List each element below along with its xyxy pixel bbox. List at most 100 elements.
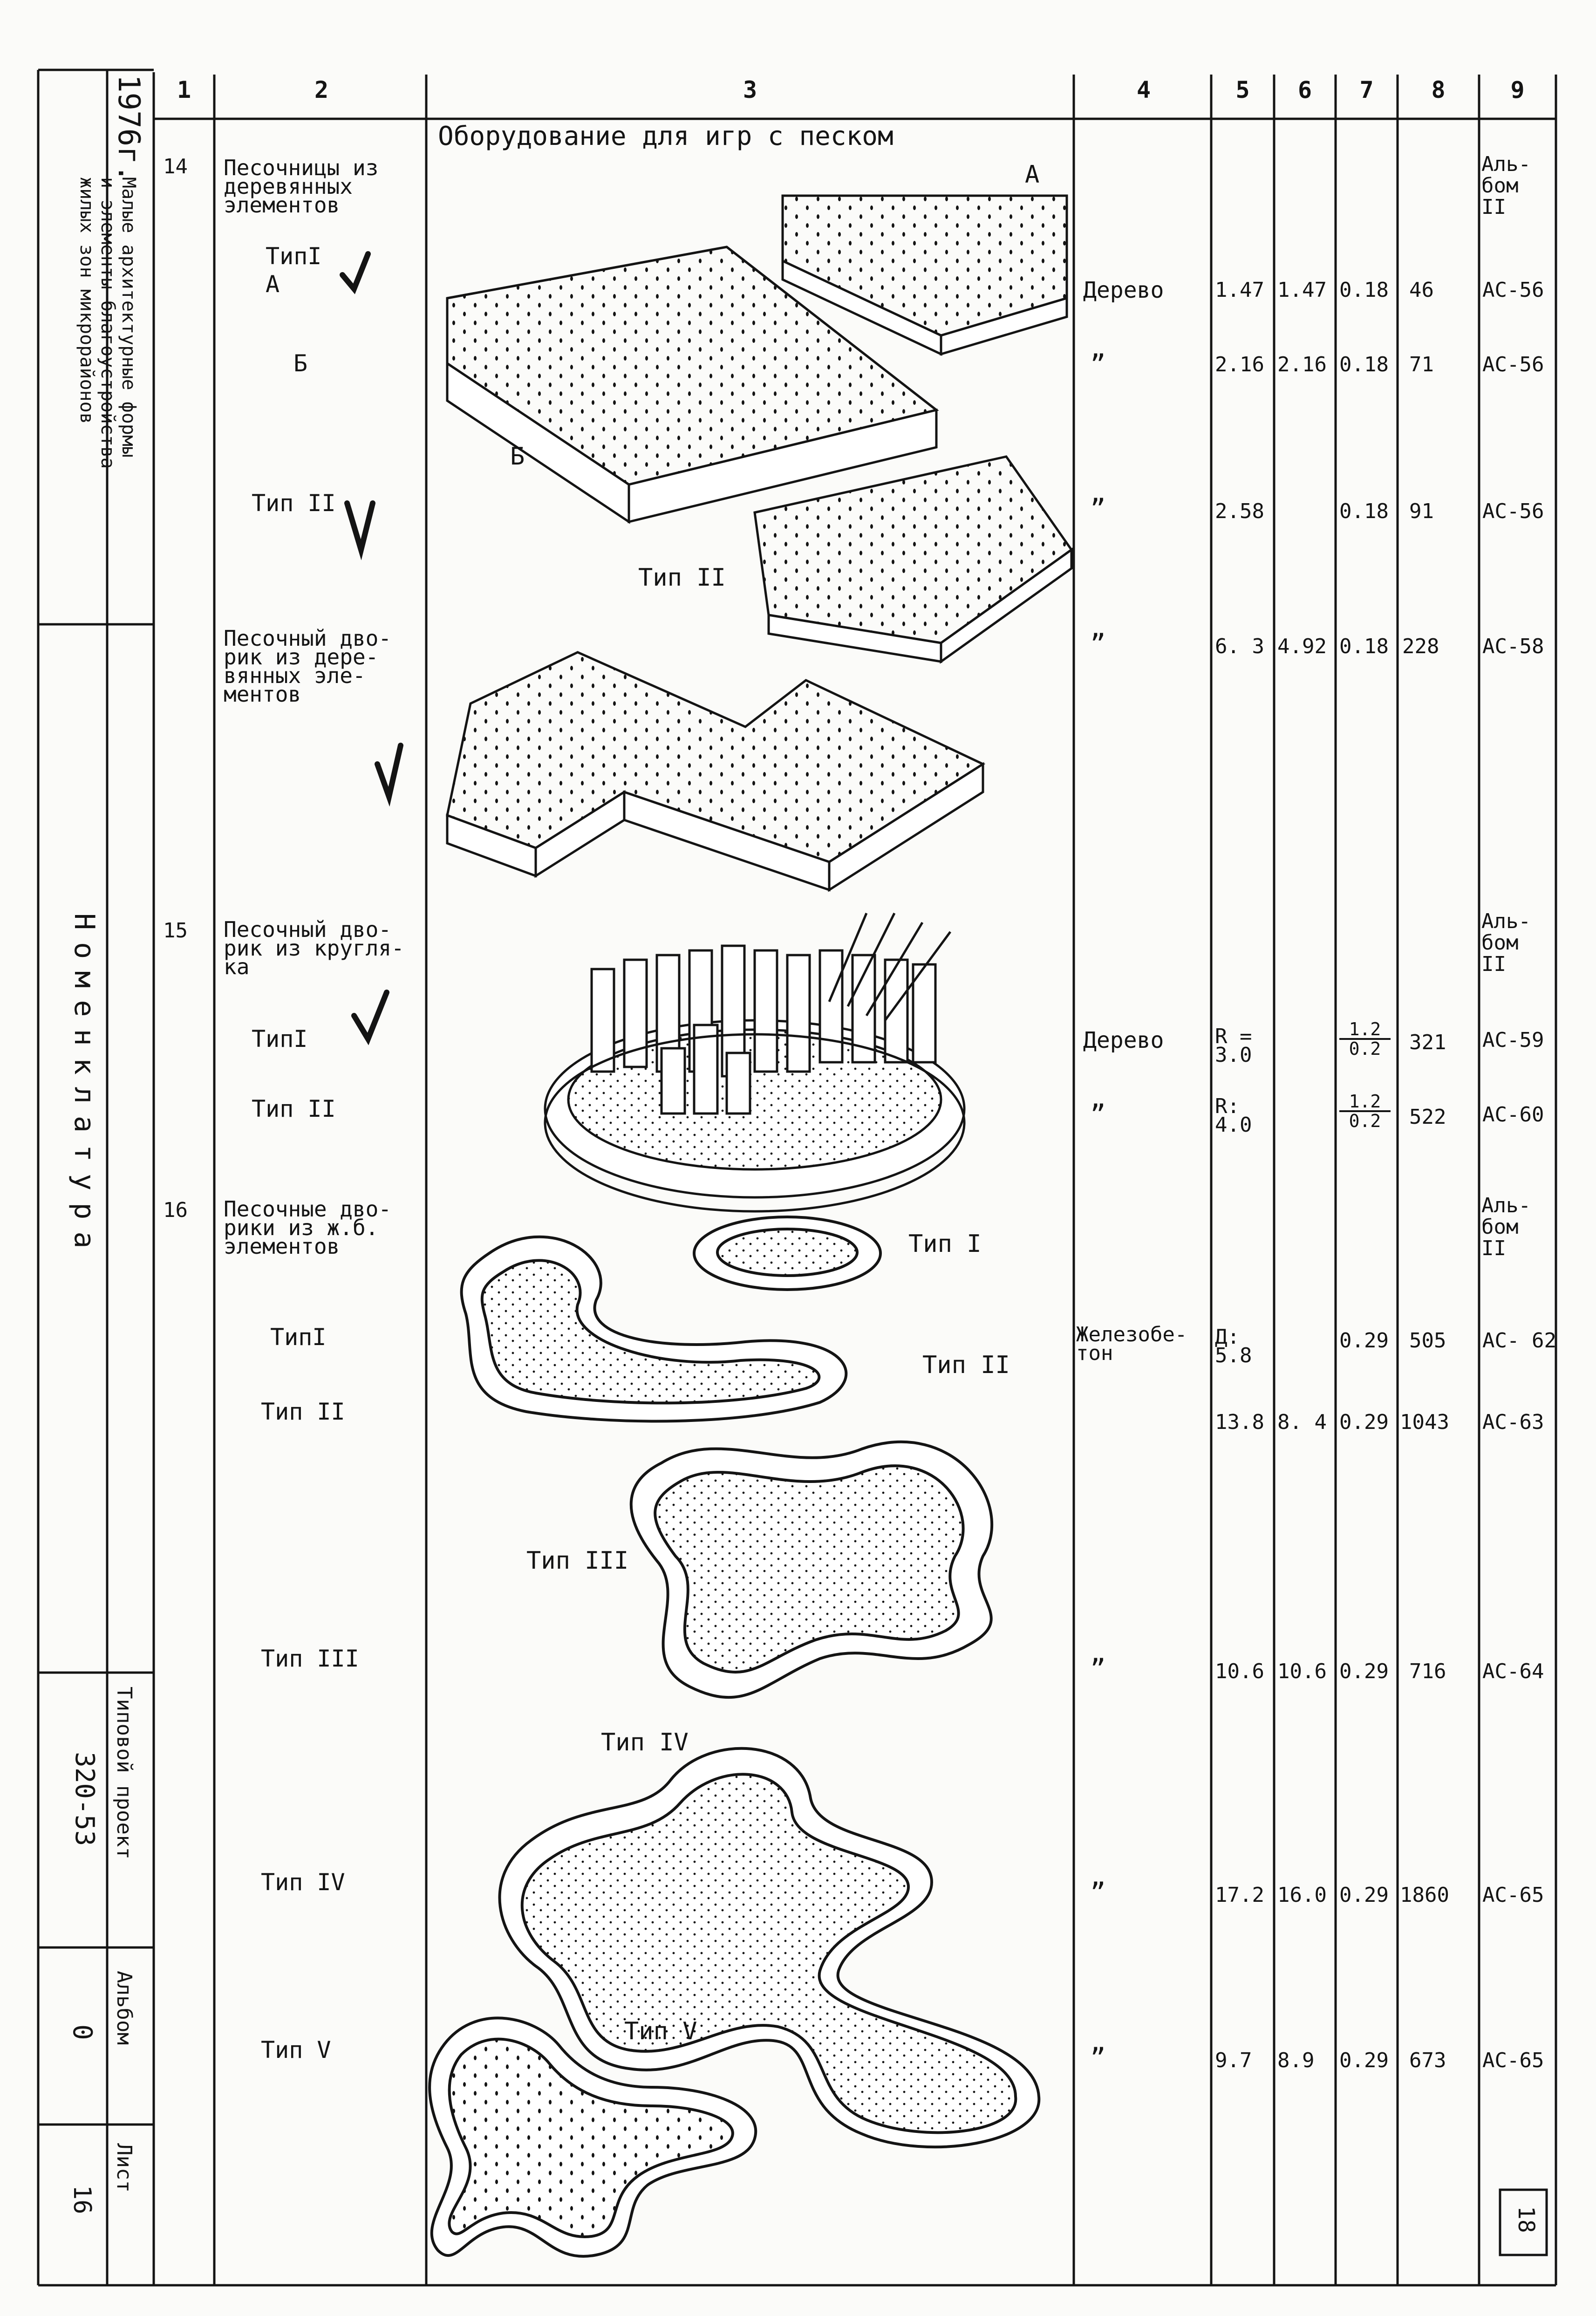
sidebar-project-code: 320-53 <box>69 1752 100 1846</box>
row-name: Песочный дво- рик из дере- вянных эле- м… <box>224 626 392 707</box>
row-col7: 0.29 <box>1339 2049 1389 2072</box>
row-col8: 91 <box>1409 499 1434 523</box>
check-icon <box>351 990 389 1045</box>
sandpit-log-round-drawing <box>544 912 966 1213</box>
row-col7: 0.18 <box>1339 635 1389 658</box>
row-name: Тип II <box>261 1398 345 1425</box>
label-a: А <box>1025 161 1040 189</box>
row-name: ТипI <box>270 1324 327 1351</box>
row-col5: Д: 5.8 <box>1215 1325 1252 1367</box>
row-col5: 2.58 <box>1215 499 1264 523</box>
col-header-5: 5 <box>1235 76 1250 103</box>
check-marks <box>340 251 403 1045</box>
row-material: ” <box>1090 2043 1106 2073</box>
row-material: Железобе- тон <box>1076 1323 1187 1365</box>
row-col8: 71 <box>1409 353 1434 376</box>
row-material: ” <box>1090 494 1106 524</box>
label-type-iii: Тип III <box>526 1547 629 1575</box>
sidebar-title-line-3: жилых зон микрорайонов <box>76 177 97 424</box>
row-col5: 2.16 <box>1215 353 1264 376</box>
row-col7: 0.18 <box>1339 353 1389 376</box>
check-icon <box>344 500 375 560</box>
col-header-4: 4 <box>1136 76 1151 103</box>
drawing-caption: Оборудование для игр с песком <box>438 121 893 151</box>
row-ref: Аль- бом II <box>1481 152 1531 219</box>
row-col6: 10.6 <box>1277 1660 1327 1683</box>
row-col8: 716 <box>1409 1660 1446 1683</box>
row-col5: 9.7 <box>1215 2049 1252 2072</box>
row-name: Песочный дво- рик из кругля- ка <box>224 917 404 979</box>
row-name: Тип II <box>252 490 336 517</box>
row-ref: АС-56 <box>1482 499 1544 523</box>
row-col8: 505 <box>1409 1329 1446 1353</box>
check-icon <box>375 743 403 807</box>
col-header-7: 7 <box>1359 76 1374 103</box>
row-col8: 321 <box>1409 1031 1446 1054</box>
row-col7: 0.29 <box>1339 1883 1389 1907</box>
row-col6: 4.92 <box>1277 635 1327 658</box>
row-number: 14 <box>163 155 188 178</box>
row-ref: Аль- бом II <box>1481 909 1531 976</box>
sidebar-title-line-1: Малые архитектурные формы <box>118 177 139 458</box>
row-col7: 0.29 <box>1339 1410 1389 1434</box>
sandbox-type-b-drawing <box>446 246 939 524</box>
row-material: ” <box>1090 1878 1106 1908</box>
sandpit-type-v-drawing <box>428 2016 757 2258</box>
row-col5: 13.8 <box>1215 1410 1264 1434</box>
row-name: Песочные дво- рики из ж.б. элементов <box>224 1196 392 1259</box>
sidebar-sheet-value: 16 <box>68 2185 96 2214</box>
col-header-1: 1 <box>177 76 191 103</box>
row-name: Тип III <box>261 1645 359 1672</box>
label-type-ii-wood: Тип II <box>638 564 726 592</box>
sandbox-type-a-drawing <box>781 194 1068 356</box>
row-col7: 0.29 <box>1339 1660 1389 1683</box>
row-col6: 1.47 <box>1277 278 1327 302</box>
label-type-i: Тип I <box>908 1230 982 1258</box>
sidebar-album-value: 0 <box>67 2024 97 2040</box>
row-material: Дерево <box>1083 277 1164 303</box>
sandpit-type-i-oval-drawing <box>693 1216 882 1291</box>
row-ref: АС-56 <box>1482 353 1544 376</box>
row-name: Б <box>293 350 308 377</box>
row-material: ” <box>1090 349 1106 380</box>
row-ref: АС-65 <box>1482 1883 1544 1907</box>
row-col5: 17.2 <box>1215 1883 1264 1907</box>
row-material: ” <box>1090 629 1106 659</box>
label-type-ii: Тип II <box>922 1351 1010 1379</box>
row-col8: 673 <box>1409 2049 1446 2072</box>
row-ref: АС-60 <box>1482 1103 1544 1127</box>
label-type-iv: Тип IV <box>601 1728 689 1756</box>
sandpit-type-iv-drawing <box>498 1747 1041 2149</box>
row-col5: 10.6 <box>1215 1660 1264 1683</box>
row-ref: АС-59 <box>1482 1028 1544 1052</box>
row-ref: Аль- бом II <box>1481 1194 1531 1260</box>
row-ref: АС-56 <box>1482 278 1544 302</box>
sidebar-sheet-label: Лист <box>112 2143 136 2193</box>
label-type-v: Тип V <box>624 2017 697 2045</box>
row-material: ” <box>1090 1654 1106 1684</box>
sandpit-type-iii-drawing <box>629 1441 993 1699</box>
row-col8: 522 <box>1409 1105 1446 1129</box>
row-col6: 8.9 <box>1277 2049 1315 2072</box>
sandpit-yard-wooden-drawing <box>446 651 986 892</box>
row-col7: 0.18 <box>1339 278 1389 302</box>
row-col5: 1.47 <box>1215 278 1264 302</box>
row-col8: 1860 <box>1400 1883 1449 1907</box>
row-ref: АС-63 <box>1482 1410 1544 1434</box>
row-col5: R = 3.0 <box>1215 1025 1252 1067</box>
row-ref: АС-64 <box>1482 1660 1544 1683</box>
sidebar-year: 1976г. <box>111 75 146 183</box>
sidebar-title-line-2: и элементы благоустройства <box>97 177 118 469</box>
row-ref: АС-58 <box>1482 635 1544 658</box>
row-col8: 1043 <box>1400 1410 1449 1434</box>
page-number: 18 <box>1513 2206 1539 2233</box>
col-header-3: 3 <box>743 76 757 103</box>
col-header-9: 9 <box>1510 76 1525 103</box>
sandbox-type-ii-hexagon-drawing <box>753 455 1073 664</box>
row-number: 15 <box>163 919 188 943</box>
row-col7: 0.18 <box>1339 499 1389 523</box>
